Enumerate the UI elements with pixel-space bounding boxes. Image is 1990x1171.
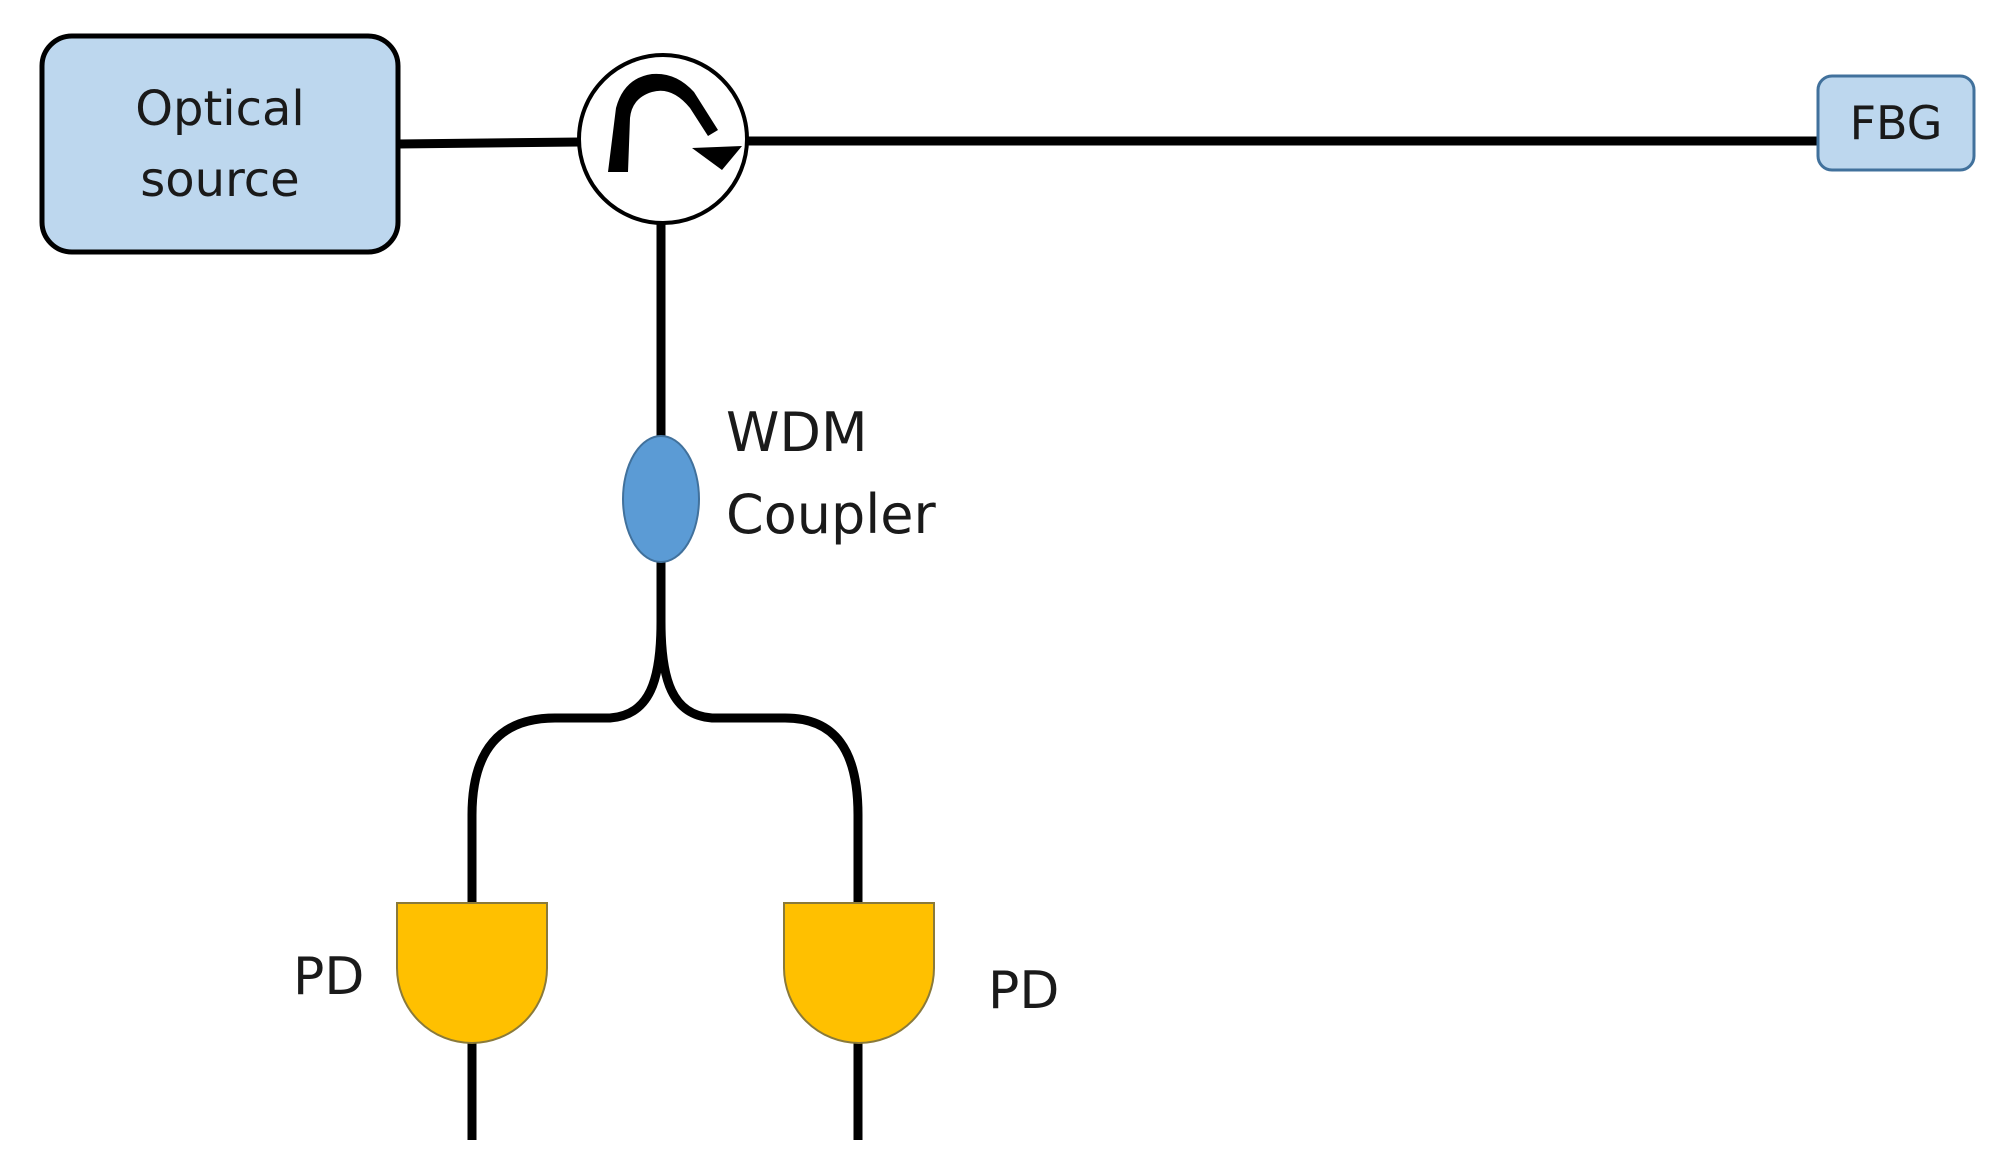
fiber-lines [397, 136, 1818, 1140]
wdm-coupler-ellipse [622, 435, 700, 563]
circulator [577, 53, 749, 225]
wdm-coupler-block: WDM Coupler [622, 401, 936, 563]
wdm-coupler-label-line1: WDM [726, 401, 868, 464]
photodetector-right-body [783, 902, 935, 1044]
fbg-box [1816, 74, 1976, 172]
fiber-source-to-circulator [397, 137, 581, 149]
fbg-block: FBG [1816, 74, 1976, 172]
photodetector-left-label: PD [293, 947, 364, 1007]
photodetector-left: PD [293, 902, 548, 1044]
optical-source-label-line1: Optical [135, 81, 305, 137]
photodetector-right: PD [783, 902, 1059, 1044]
wdm-coupler-label-line2: Coupler [726, 483, 936, 546]
fiber-right-branch [656, 621, 863, 902]
photodetector-right-label: PD [988, 961, 1059, 1021]
optical-source-label-line2: source [140, 152, 299, 208]
fbg-label: FBG [1850, 96, 1943, 150]
circulator-arrow-icon [608, 73, 742, 172]
fiber-left-branch [467, 621, 666, 902]
optical-source-box [39, 33, 401, 255]
photodetector-left-body [396, 902, 548, 1044]
optical-source-block: Optical source [39, 33, 401, 255]
